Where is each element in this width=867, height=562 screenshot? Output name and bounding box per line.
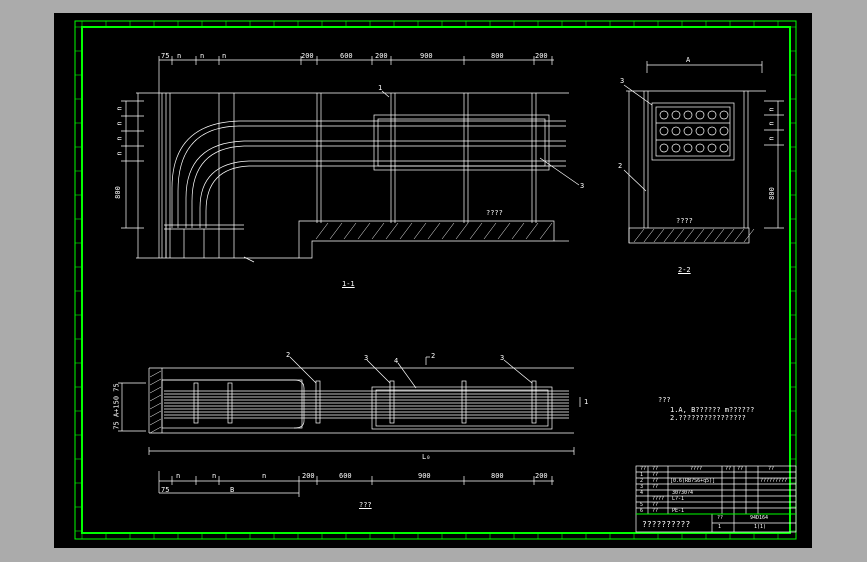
plan-length-label: L₀ xyxy=(422,453,431,461)
dim-n-3: n xyxy=(222,52,227,60)
tb-r2-c1: 2 xyxy=(640,478,644,484)
dim-600: 600 xyxy=(340,52,353,60)
dim-left-n-3: n xyxy=(115,136,124,141)
tb-code-label: ?? xyxy=(717,515,724,521)
dim-left-n-2: n xyxy=(115,121,124,126)
notes-line-2: 2.???????????????? xyxy=(670,414,746,422)
tb-r6-c1: 6 xyxy=(640,508,644,514)
tb-r4-c2: ???? xyxy=(652,496,665,502)
dim-right-n-1: n xyxy=(767,107,776,112)
tb-header-5: ?? xyxy=(737,466,744,472)
conduit-circles xyxy=(659,110,729,153)
slab-label-2: ???? xyxy=(676,217,693,225)
plan-dim-200-1: 200 xyxy=(302,472,315,480)
tb-r3-c1: 3 xyxy=(640,484,644,490)
wall-hatch-plan xyxy=(149,370,162,434)
slab-hatch-2 xyxy=(633,228,755,243)
plan-title: ??? xyxy=(359,501,372,509)
dim-left-800: 800 xyxy=(113,186,122,199)
dim-right-800: 800 xyxy=(767,187,776,200)
dim-75: 75 xyxy=(161,52,170,60)
tb-page: 1 xyxy=(718,524,722,530)
plan-dim-800: 800 xyxy=(491,472,504,480)
dim-left-n-1: n xyxy=(115,106,124,111)
dim-800: 800 xyxy=(491,52,504,60)
tb-r2-c3: [0.6(RB?S6+q5)] xyxy=(670,478,716,484)
slab-label-1: ???? xyxy=(486,209,503,217)
tb-drawing-name: ?????????? xyxy=(642,520,691,529)
plan-dim-n-1: n xyxy=(176,472,181,480)
dim-200-1: 200 xyxy=(301,52,314,60)
plan-callout-3a: 3 xyxy=(364,354,369,362)
tb-r1-c2: ?? xyxy=(652,472,659,478)
callout-3-s1: 3 xyxy=(580,182,585,190)
tb-r4-c3: L?-1 xyxy=(672,496,685,502)
tb-r2-c2: ?? xyxy=(652,478,659,484)
plan-view xyxy=(118,356,581,497)
plan-section-mark-2: 2 xyxy=(431,352,436,360)
plan-left-dim: 75 A+150 75 xyxy=(112,383,121,430)
dim-n-1: n xyxy=(177,52,182,60)
plan-callout-4: 4 xyxy=(394,357,399,365)
sheet-frame xyxy=(74,20,797,540)
section-2-2-view xyxy=(623,61,784,244)
dim-left-n-4: n xyxy=(115,151,124,156)
tb-r3-c2: ?? xyxy=(652,484,659,490)
tb-r5-c2: ?? xyxy=(652,502,659,508)
tb-r1-c6: ????????? xyxy=(760,478,788,484)
tb-header-6: ?? xyxy=(768,466,775,472)
plan-dim-900: 900 xyxy=(418,472,431,480)
tb-r6-c3: PE-1 xyxy=(672,508,685,514)
drawing-sheet: 75 n n n 200 600 200 900 800 200 n n n n… xyxy=(54,13,812,548)
tb-header-1: ?? xyxy=(640,466,647,472)
dim-right-n-2: n xyxy=(767,121,776,126)
tb-r4-c1: 4 xyxy=(640,490,644,496)
plan-section-mark-1: 1 xyxy=(584,398,589,406)
tb-header-4: ?? xyxy=(725,466,732,472)
tb-sheets: 1(1) xyxy=(754,524,767,530)
section-2-2-title: 2-2 xyxy=(678,266,691,274)
tb-r6-c2: ?? xyxy=(652,508,659,514)
plan-dim-200-2: 200 xyxy=(535,472,548,480)
dim-200-3: 200 xyxy=(535,52,548,60)
plan-dim-B: B xyxy=(230,486,235,494)
plan-dim-n-3: n xyxy=(262,472,267,480)
tb-r1-c1: 1 xyxy=(640,472,644,478)
plan-callout-3b: 3 xyxy=(500,354,505,362)
plan-callout-2: 2 xyxy=(286,351,291,359)
dim-200-2: 200 xyxy=(375,52,388,60)
plan-dim-600: 600 xyxy=(339,472,352,480)
callout-2-s2: 2 xyxy=(618,162,623,170)
tb-header-2: ?? xyxy=(652,466,659,472)
section-1-1-view xyxy=(121,56,580,263)
tb-header-3: ???? xyxy=(690,466,703,472)
notes-heading: ??? xyxy=(658,396,671,404)
callout-1: 1 xyxy=(378,84,383,92)
ruler-ticks xyxy=(75,21,796,539)
tb-drawing-code: 94D164 xyxy=(750,515,769,521)
tb-r5-c1: 5 xyxy=(640,502,644,508)
notes-line-1: 1.A, B?????? m?????? xyxy=(670,406,755,414)
plan-dim-n-2: n xyxy=(212,472,217,480)
tb-r3-c3: 30?30?4 xyxy=(672,490,694,496)
slab-hatch-1 xyxy=(315,222,553,240)
dim-A: A xyxy=(686,56,691,64)
cad-drawing xyxy=(74,20,797,540)
dim-right-n-3: n xyxy=(767,136,776,141)
plan-dim-75: 75 xyxy=(161,486,170,494)
section-1-1-title: 1-1 xyxy=(342,280,355,288)
dim-900: 900 xyxy=(420,52,433,60)
callout-3-s2: 3 xyxy=(620,77,625,85)
dim-n-2: n xyxy=(200,52,205,60)
